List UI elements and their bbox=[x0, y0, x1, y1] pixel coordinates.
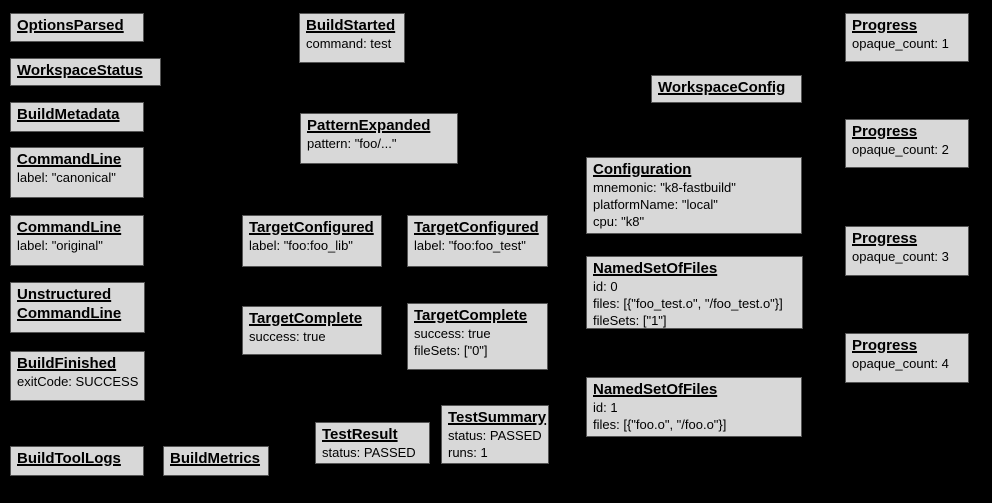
event-node-detail: id: 1 bbox=[593, 399, 618, 415]
node-6-buildfinished: BuildFinished exitCode: SUCCESS bbox=[10, 351, 145, 401]
event-node-title: PatternExpanded bbox=[307, 117, 431, 134]
event-node-title: TargetConfigured bbox=[249, 219, 374, 236]
node-18-configuration: Configuration mnemonic: "k8-fastbuild"pl… bbox=[586, 157, 802, 234]
node-15-testresult: TestResult status: PASSED bbox=[315, 422, 430, 464]
node-9-buildstarted: BuildStarted command: test bbox=[299, 13, 405, 63]
node-22-progress: Progress opaque_count: 2 bbox=[845, 119, 969, 168]
node-13-targetcomplete: TargetComplete success: true bbox=[242, 306, 382, 355]
event-node-title: Progress bbox=[852, 17, 918, 34]
event-node-title: BuildMetadata bbox=[17, 106, 120, 123]
event-node-detail: mnemonic: "k8-fastbuild" bbox=[593, 179, 736, 195]
node-1-workspacestatus: WorkspaceStatus bbox=[10, 58, 161, 86]
event-node-detail: cpu: "k8" bbox=[593, 213, 645, 229]
event-node-detail: opaque_count: 2 bbox=[852, 141, 949, 157]
event-node-title: Unstructured CommandLine bbox=[17, 286, 122, 322]
event-node-title: WorkspaceConfig bbox=[658, 79, 786, 96]
event-node-detail: label: "original" bbox=[17, 237, 103, 253]
event-node-title: BuildFinished bbox=[17, 355, 117, 372]
node-3-commandline: CommandLine label: "canonical" bbox=[10, 147, 144, 198]
node-0-optionsparsed: OptionsParsed bbox=[10, 13, 144, 42]
event-node-title: Progress bbox=[852, 337, 918, 354]
node-24-progress: Progress opaque_count: 4 bbox=[845, 333, 969, 383]
event-node-detail: label: "foo:foo_test" bbox=[414, 237, 526, 253]
event-node-title: CommandLine bbox=[17, 219, 122, 236]
event-node-detail: success: true bbox=[414, 325, 491, 341]
event-node-detail: opaque_count: 3 bbox=[852, 248, 949, 264]
node-4-commandline: CommandLine label: "original" bbox=[10, 215, 144, 266]
event-node-detail: files: [{"foo.o", "/foo.o"}] bbox=[593, 416, 727, 432]
event-node-detail: command: test bbox=[306, 35, 392, 51]
event-node-detail: pattern: "foo/..." bbox=[307, 135, 397, 151]
event-node-title: OptionsParsed bbox=[17, 17, 124, 34]
event-node-title: NamedSetOfFiles bbox=[593, 260, 718, 277]
event-node-title: TestSummary bbox=[448, 409, 547, 426]
node-21-progress: Progress opaque_count: 1 bbox=[845, 13, 969, 62]
node-8-buildmetrics: BuildMetrics bbox=[163, 446, 269, 476]
event-node-title: BuildMetrics bbox=[170, 450, 261, 467]
event-node-title: BuildToolLogs bbox=[17, 450, 121, 467]
event-node-title: Progress bbox=[852, 230, 918, 247]
event-node-detail: id: 0 bbox=[593, 278, 618, 294]
event-node-detail: files: [{"foo_test.o", "/foo_test.o"}] bbox=[593, 295, 783, 311]
node-10-patternexpanded: PatternExpanded pattern: "foo/..." bbox=[300, 113, 458, 164]
event-node-detail: success: true bbox=[249, 328, 326, 344]
event-node-detail: label: "canonical" bbox=[17, 169, 116, 185]
event-node-detail: exitCode: SUCCESS bbox=[17, 373, 139, 389]
node-17-workspaceconfig: WorkspaceConfig bbox=[651, 75, 802, 103]
event-node-detail: status: PASSED bbox=[448, 427, 542, 443]
node-7-buildtoollogs: BuildToolLogs bbox=[10, 446, 144, 476]
node-11-targetconfigured: TargetConfigured label: "foo:foo_lib" bbox=[242, 215, 382, 267]
event-node-detail: status: PASSED bbox=[322, 444, 416, 460]
event-node-title: TestResult bbox=[322, 426, 398, 443]
event-node-detail: fileSets: ["0"] bbox=[414, 342, 488, 358]
event-node-title: TargetComplete bbox=[249, 310, 363, 327]
event-node-title: TargetComplete bbox=[414, 307, 528, 324]
event-node-title: BuildStarted bbox=[306, 17, 396, 34]
event-node-title: CommandLine bbox=[17, 151, 122, 168]
node-5-unstructured-commandline: Unstructured CommandLine bbox=[10, 282, 145, 333]
event-node-detail: platformName: "local" bbox=[593, 196, 718, 212]
event-node-detail: opaque_count: 1 bbox=[852, 35, 949, 51]
event-node-detail: runs: 1 bbox=[448, 444, 488, 460]
node-2-buildmetadata: BuildMetadata bbox=[10, 102, 144, 132]
event-node-title: Configuration bbox=[593, 161, 692, 178]
event-node-title: NamedSetOfFiles bbox=[593, 381, 718, 398]
event-node-detail: label: "foo:foo_lib" bbox=[249, 237, 353, 253]
event-node-title: Progress bbox=[852, 123, 918, 140]
event-node-title: WorkspaceStatus bbox=[17, 62, 143, 79]
event-node-detail: opaque_count: 4 bbox=[852, 355, 949, 371]
node-12-targetconfigured: TargetConfigured label: "foo:foo_test" bbox=[407, 215, 548, 267]
node-23-progress: Progress opaque_count: 3 bbox=[845, 226, 969, 276]
event-node-detail: fileSets: ["1"] bbox=[593, 312, 667, 328]
event-node-title: TargetConfigured bbox=[414, 219, 539, 236]
